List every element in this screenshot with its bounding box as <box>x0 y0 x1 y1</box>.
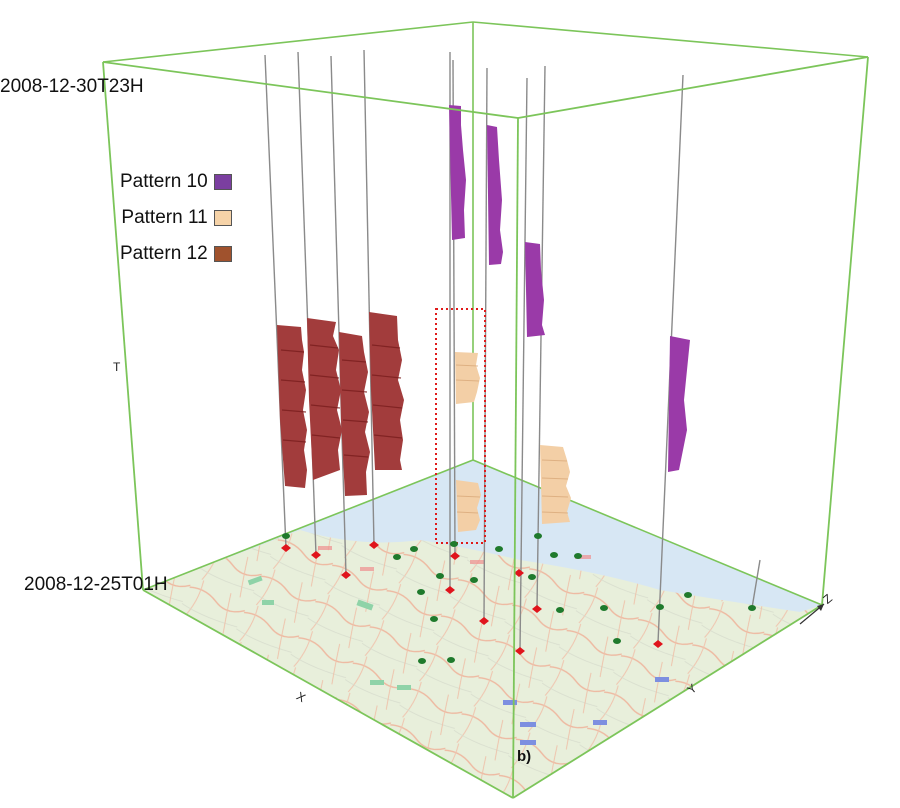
cube-front-edges <box>102 56 869 799</box>
station-markers-green <box>282 533 756 664</box>
swatch-purple-icon <box>213 174 232 190</box>
swatch-light-orange-icon <box>213 210 232 226</box>
legend-item-pattern-12: Pattern 12 <box>120 236 232 272</box>
time-bottom-label: 2008-12-25T01H <box>24 574 168 595</box>
panel-label: b) <box>517 748 532 765</box>
legend-label: Pattern 11 <box>121 207 208 228</box>
station-markers-red <box>281 541 663 655</box>
map-floor <box>143 460 822 798</box>
swatch-brown-icon <box>213 246 232 262</box>
legend-item-pattern-11: Pattern 11 <box>120 200 232 236</box>
z-axis-arrow <box>799 603 825 625</box>
pattern-11-bars <box>455 352 571 532</box>
legend-item-pattern-10: Pattern 10 <box>120 164 232 200</box>
legend-label: Pattern 10 <box>120 171 208 192</box>
legend-label: Pattern 12 <box>120 243 208 264</box>
pattern-12-bars <box>277 312 404 496</box>
time-axis-label: T <box>113 360 121 374</box>
highlight-box <box>435 308 486 544</box>
pattern-10-bars <box>449 105 690 472</box>
time-top-label: 2008-12-30T23H <box>0 76 144 97</box>
legend: Pattern 10 Pattern 11 Pattern 12 <box>120 164 232 272</box>
